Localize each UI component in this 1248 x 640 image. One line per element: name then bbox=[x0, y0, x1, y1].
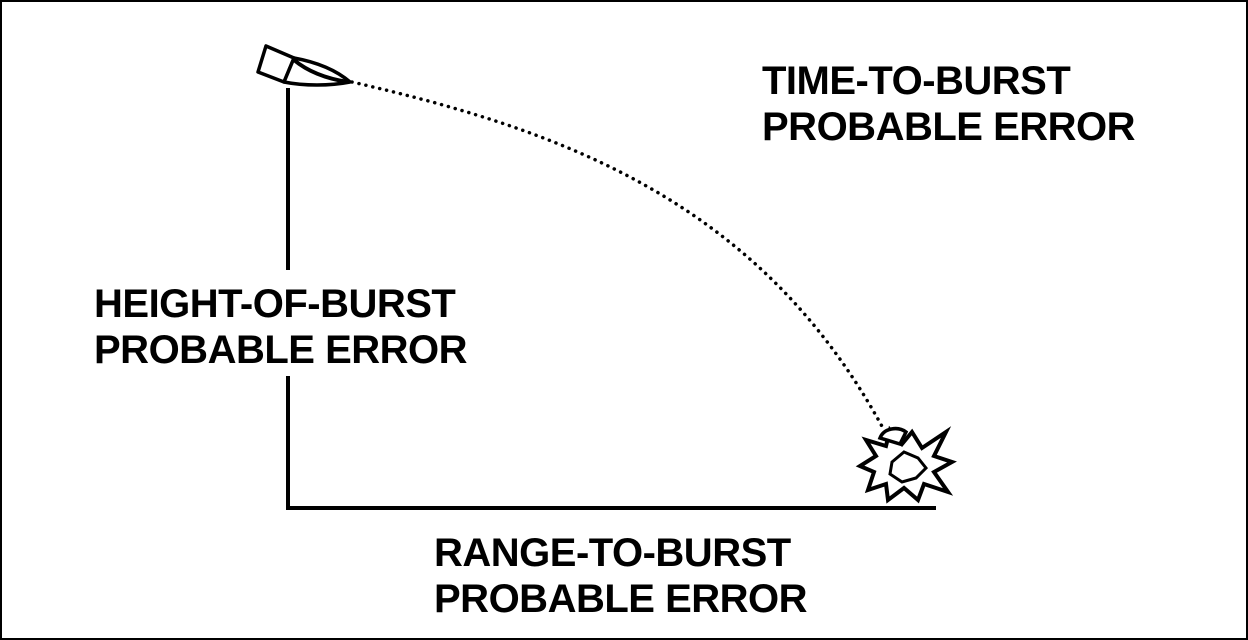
burst-explosion-icon bbox=[855, 425, 957, 504]
range-to-burst-line2: PROBABLE ERROR bbox=[434, 577, 808, 621]
height-of-burst-line2: PROBABLE ERROR bbox=[94, 328, 468, 372]
time-to-burst-line2: PROBABLE ERROR bbox=[762, 105, 1136, 149]
projectile-icon bbox=[256, 44, 352, 87]
trajectory-path bbox=[350, 80, 886, 432]
height-of-burst-line1: HEIGHT-OF-BURST bbox=[94, 282, 456, 326]
range-to-burst-label: RANGE-TO-BURST PROBABLE ERROR bbox=[434, 530, 808, 622]
time-to-burst-line1: TIME-TO-BURST bbox=[762, 59, 1071, 103]
time-to-burst-label: TIME-TO-BURST PROBABLE ERROR bbox=[762, 58, 1136, 150]
range-to-burst-line1: RANGE-TO-BURST bbox=[434, 531, 791, 575]
height-of-burst-label: HEIGHT-OF-BURST PROBABLE ERROR bbox=[94, 281, 468, 373]
